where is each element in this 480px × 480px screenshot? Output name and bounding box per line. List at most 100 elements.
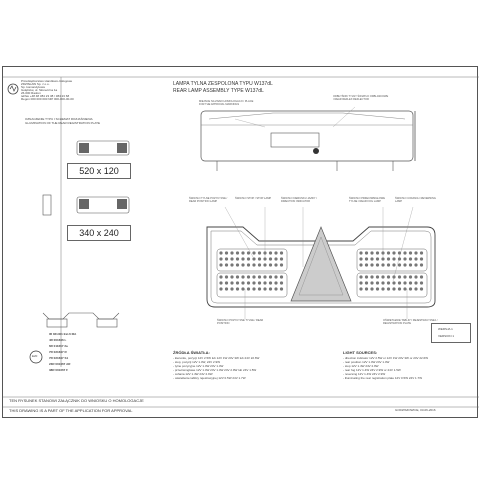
led-dot: [241, 287, 245, 291]
approval-code-2: 4R 001666 L: [49, 338, 67, 342]
sources-en-heading: LIGHT SOURCES:: [343, 350, 378, 355]
led-dot: [257, 281, 262, 285]
led-dots: [219, 251, 424, 291]
version-pl: WERSJA 1: [438, 327, 453, 331]
led-dot: [414, 251, 418, 255]
led-dot: [252, 257, 256, 261]
led-dot: [257, 263, 262, 267]
callout-mid-2: ŚWIATŁO STOP / STOP LAMP: [235, 197, 272, 200]
led-dot: [257, 251, 262, 255]
led-dot: [375, 251, 380, 255]
led-dot: [252, 281, 256, 285]
led-dot: [268, 251, 273, 255]
led-dot: [381, 281, 385, 285]
led-dot: [397, 257, 402, 261]
led-dot: [403, 257, 407, 261]
led-dot: [274, 251, 278, 255]
callout-bottom-left: ŚWIATŁO POZYCYJNE TYLNE / REAR POSITION: [217, 319, 264, 326]
sources-en-item: - rear fog 12V 1.4W 24V 2.9W or 24V 1.5W: [343, 368, 401, 372]
led-dot: [408, 281, 413, 285]
led-dot: [235, 275, 240, 279]
led-dot: [403, 281, 407, 285]
sources-pl-item: - stop, pozycji 12V 1.4W, 24V 2.9W: [173, 360, 221, 364]
callout-top-right: ODBŁYŚNIK TYLNY ŚWIATŁO ODBLASKOWE / REA…: [333, 95, 389, 102]
led-dot: [224, 257, 229, 261]
company-line-2: ZDZISŁAW Sp. z o.o.: [21, 82, 50, 86]
led-dot: [414, 281, 418, 285]
led-dot: [364, 263, 369, 267]
led-dot: [370, 257, 374, 261]
left-note-2: ILLUMINATION OF THE REAR REGISTRATION PL…: [25, 121, 100, 125]
led-dot: [246, 257, 251, 261]
led-dot: [274, 275, 278, 279]
led-dot: [414, 263, 418, 267]
led-dot: [279, 287, 284, 291]
title-en: REAR LAMP ASSEMBLY TYPE W137dL: [173, 88, 264, 94]
sources-en-item: - stop 12V 1.4W 24V 2.9W: [343, 364, 379, 368]
led-dot: [386, 281, 391, 285]
led-dot: [375, 275, 380, 279]
led-dot: [381, 275, 385, 279]
footer-pl: TEN RYSUNEK STANOWI ZAŁĄCZNIK DO WNIOSKU…: [9, 398, 144, 403]
led-dot: [381, 287, 385, 291]
company-line-5: 26-600 Radom: [21, 91, 41, 95]
led-dot: [364, 281, 369, 285]
led-dot: [392, 287, 396, 291]
sources-en-item: - rear position 12V 1.4W 24V 1.4W: [343, 360, 390, 364]
footer-en: THIS DRAWING IS A PART OF THE APPLICATIO…: [9, 408, 133, 413]
led-dot: [246, 275, 251, 279]
led-dot: [263, 287, 267, 291]
drawing-sheet: Przedsiębiorstwo Handlowo-Usługowe ZDZIS…: [2, 66, 479, 418]
led-dot: [359, 251, 363, 255]
sources-pl-item: - oświetlenie tablicy rejestracyjnej 12V…: [173, 376, 246, 380]
led-dot: [224, 275, 229, 279]
led-dot: [364, 251, 369, 255]
title-pl: LAMPA TYLNA ZESPOLONA TYPU W137dL: [173, 81, 273, 87]
led-dot: [397, 263, 402, 267]
led-dot: [235, 257, 240, 261]
left-note-1: OZNACZENIE TYPU I SCHEMAT ROZJAŚNIENIA: [25, 117, 93, 121]
callout-mid-5: ŚWIATŁO COFANIA / REVERSING LAMP: [395, 197, 436, 204]
led-dot: [230, 281, 234, 285]
company-line-6: tel/fax +48 48 384 23 38 / 384 23 68: [21, 94, 70, 98]
led-dot: [279, 275, 284, 279]
led-dot: [392, 263, 396, 267]
led-dot: [257, 275, 262, 279]
led-dot: [257, 287, 262, 291]
callout-bottom-right: OŚWIETLENIE TABLICY REJESTRACYJNEJ / REG…: [383, 319, 438, 326]
led-dot: [252, 287, 256, 291]
callout-top-left: MIEJSCE NA ZNAKI HOMOLOGACJI / PLACE FOR…: [199, 100, 254, 107]
led-dot: [375, 281, 380, 285]
led-dot: [414, 287, 418, 291]
led-dot: [403, 287, 407, 291]
version-block: WERSJA 1 VERSION 1: [431, 323, 471, 343]
approval-code-7: 38R 001667 F: [49, 368, 69, 372]
led-dot: [241, 263, 245, 267]
sources-pl-item: - przeciwmgłowe 12V 1.4W 24V 1.4W 24V 2.…: [173, 368, 257, 372]
led-dot: [364, 287, 369, 291]
led-dot: [370, 263, 374, 267]
led-dot: [381, 257, 385, 261]
led-dot: [279, 263, 284, 267]
led-dot: [235, 281, 240, 285]
footer-place-date: GODZISZOWICE, 03-06-2016: [395, 408, 436, 412]
led-dot: [252, 263, 256, 267]
led-dot: [386, 275, 391, 279]
sources-en-item: - reversing 12V 1.4W 24V 2.9W: [343, 372, 386, 376]
callout-mid-3: ŚWIATŁO KIERUNKU JAZDY / DIRECTION INDIC…: [281, 197, 317, 204]
led-dot: [370, 275, 374, 279]
company-logo-icon: [7, 83, 19, 95]
sources-pl-heading: ŹRÓDŁA ŚWIATŁA:: [173, 350, 210, 355]
led-dot: [392, 257, 396, 261]
led-dot: [219, 281, 223, 285]
led-dot: [419, 251, 424, 255]
led-dot: [246, 251, 251, 255]
led-dot: [397, 287, 402, 291]
led-dot: [419, 287, 424, 291]
led-dot: [386, 251, 391, 255]
approval-code-6: 23R 001667 AR: [49, 362, 71, 366]
led-dot: [230, 275, 234, 279]
sources-pl-item: - tylne pozycyjne 12V 1.4W 24V 1.4W: [173, 364, 224, 368]
led-dot: [408, 287, 413, 291]
company-line-4: Gołębiów, ul. Słoneczna 1a: [21, 88, 58, 92]
